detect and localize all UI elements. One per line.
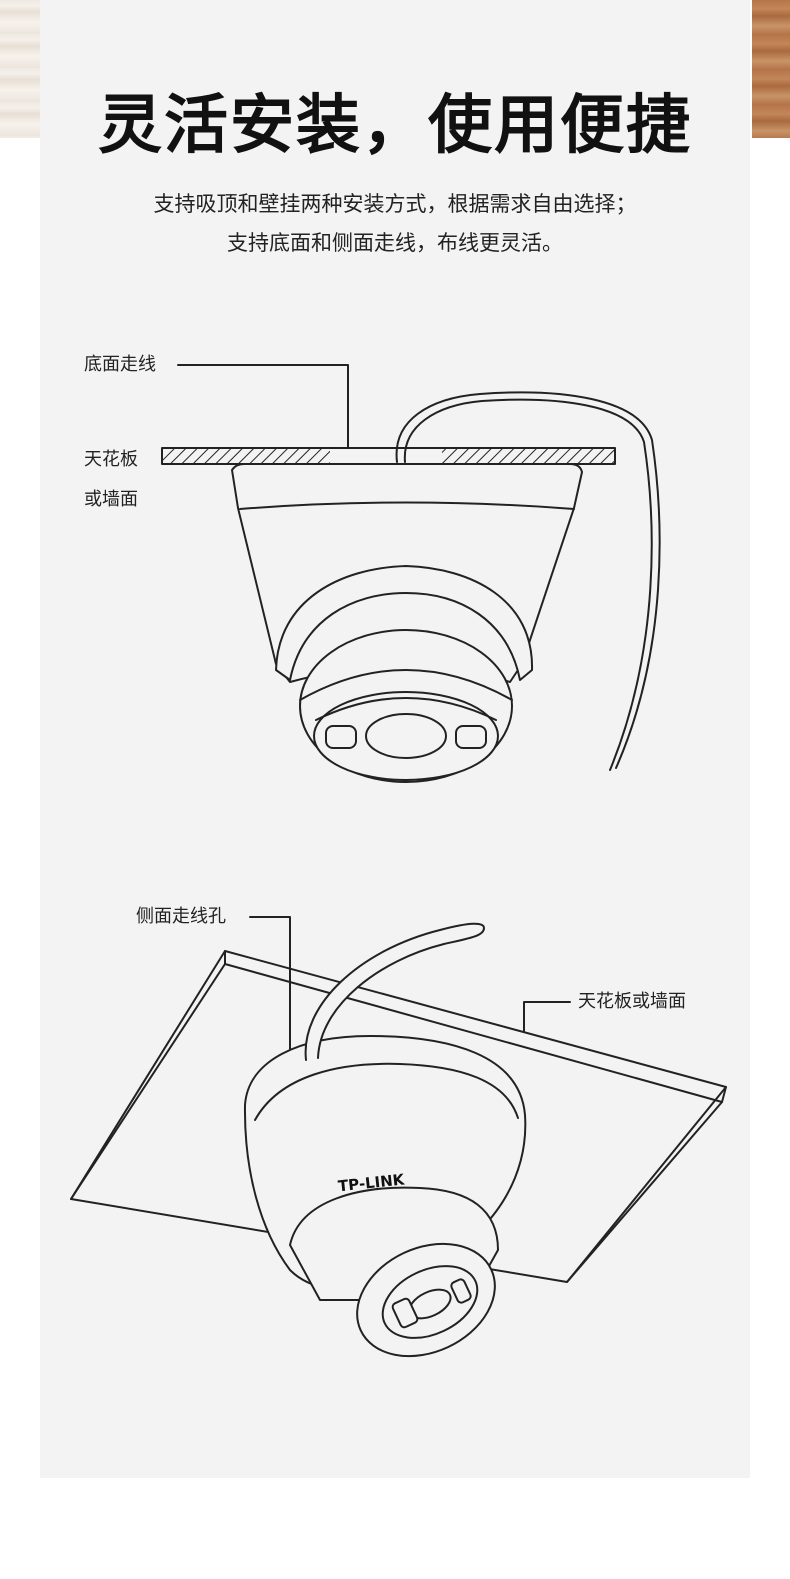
label-side-hole: 侧面走线孔 <box>136 906 226 927</box>
leader-line-bottom-wiring <box>177 364 349 449</box>
leader-line-side-hole <box>249 916 291 1057</box>
label-bottom-wiring: 底面走线 <box>84 354 156 375</box>
ir-led-right <box>455 725 487 749</box>
wood-texture-left <box>0 0 40 138</box>
label-ceiling-wall: 天花板或墙面 <box>578 991 686 1012</box>
wood-texture-right <box>752 0 790 138</box>
camera-lens <box>365 713 447 759</box>
label-ceiling-line1: 天花板 <box>84 449 138 470</box>
leader-line-ceiling-wall <box>523 1001 571 1033</box>
subtitle-line-1: 支持吸顶和壁挂两种安装方式，根据需求自由选择； <box>153 192 637 216</box>
page-title: 灵活安装，使用便捷 <box>98 89 692 163</box>
label-ceiling-line2: 或墙面 <box>84 489 138 510</box>
subtitle-line-2: 支持底面和侧面走线，布线更灵活。 <box>227 231 563 255</box>
cable-side <box>304 922 485 1061</box>
ceiling-mount-diagram <box>161 364 661 783</box>
ir-led-left <box>325 725 357 749</box>
cable <box>395 391 661 769</box>
